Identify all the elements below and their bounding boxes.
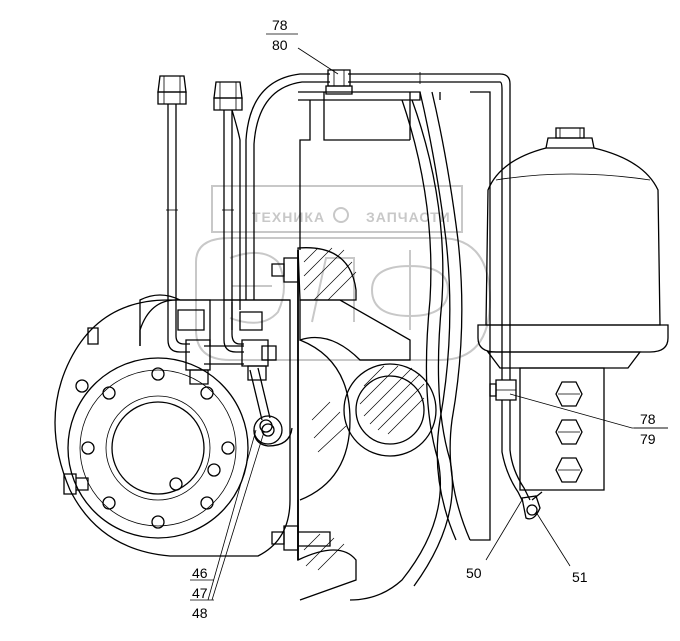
pump-housing — [54, 294, 293, 557]
hex-bolt — [555, 419, 583, 445]
watermark-letter-f — [370, 250, 450, 330]
pipe-cap — [213, 81, 243, 111]
callout-47: 47 — [192, 585, 208, 601]
hatching — [303, 247, 425, 571]
flange-bolt-holes — [75, 367, 235, 529]
fitting-78-right — [489, 379, 517, 401]
watermark-banner — [211, 185, 463, 233]
hex-bolt — [555, 457, 583, 483]
watermark-letter-l — [311, 257, 355, 323]
callout-78-79: 78 79 — [634, 411, 668, 447]
callout-78-80: 78 80 — [272, 17, 288, 53]
callout-46: 46 — [192, 565, 208, 581]
left-pipes — [157, 73, 330, 433]
callout-79: 79 — [640, 431, 656, 447]
callout-78-right: 78 — [640, 411, 656, 427]
callout-50: 50 — [466, 565, 482, 581]
pipe-cap — [157, 75, 187, 105]
callout-48: 48 — [192, 605, 208, 621]
gear-icon — [333, 207, 349, 223]
fitting-78-top — [325, 69, 353, 95]
top-pipe — [325, 69, 543, 520]
watermark-text-left: ТЕХНИКА — [252, 209, 325, 225]
callout-80: 80 — [272, 37, 288, 53]
callout-46-47-48: 46 47 48 — [192, 565, 208, 621]
hex-bolt — [555, 381, 583, 407]
callout-51: 51 — [572, 569, 588, 585]
filter-housing — [477, 127, 669, 491]
callout-78-top: 78 — [272, 17, 288, 33]
flange-bore — [111, 401, 205, 495]
pump-flange — [67, 357, 249, 539]
cross-section — [271, 247, 437, 601]
watermark-text-right: ЗАПЧАСТИ — [366, 209, 451, 225]
fitting-51 — [521, 491, 543, 520]
central-bracket — [298, 91, 491, 601]
